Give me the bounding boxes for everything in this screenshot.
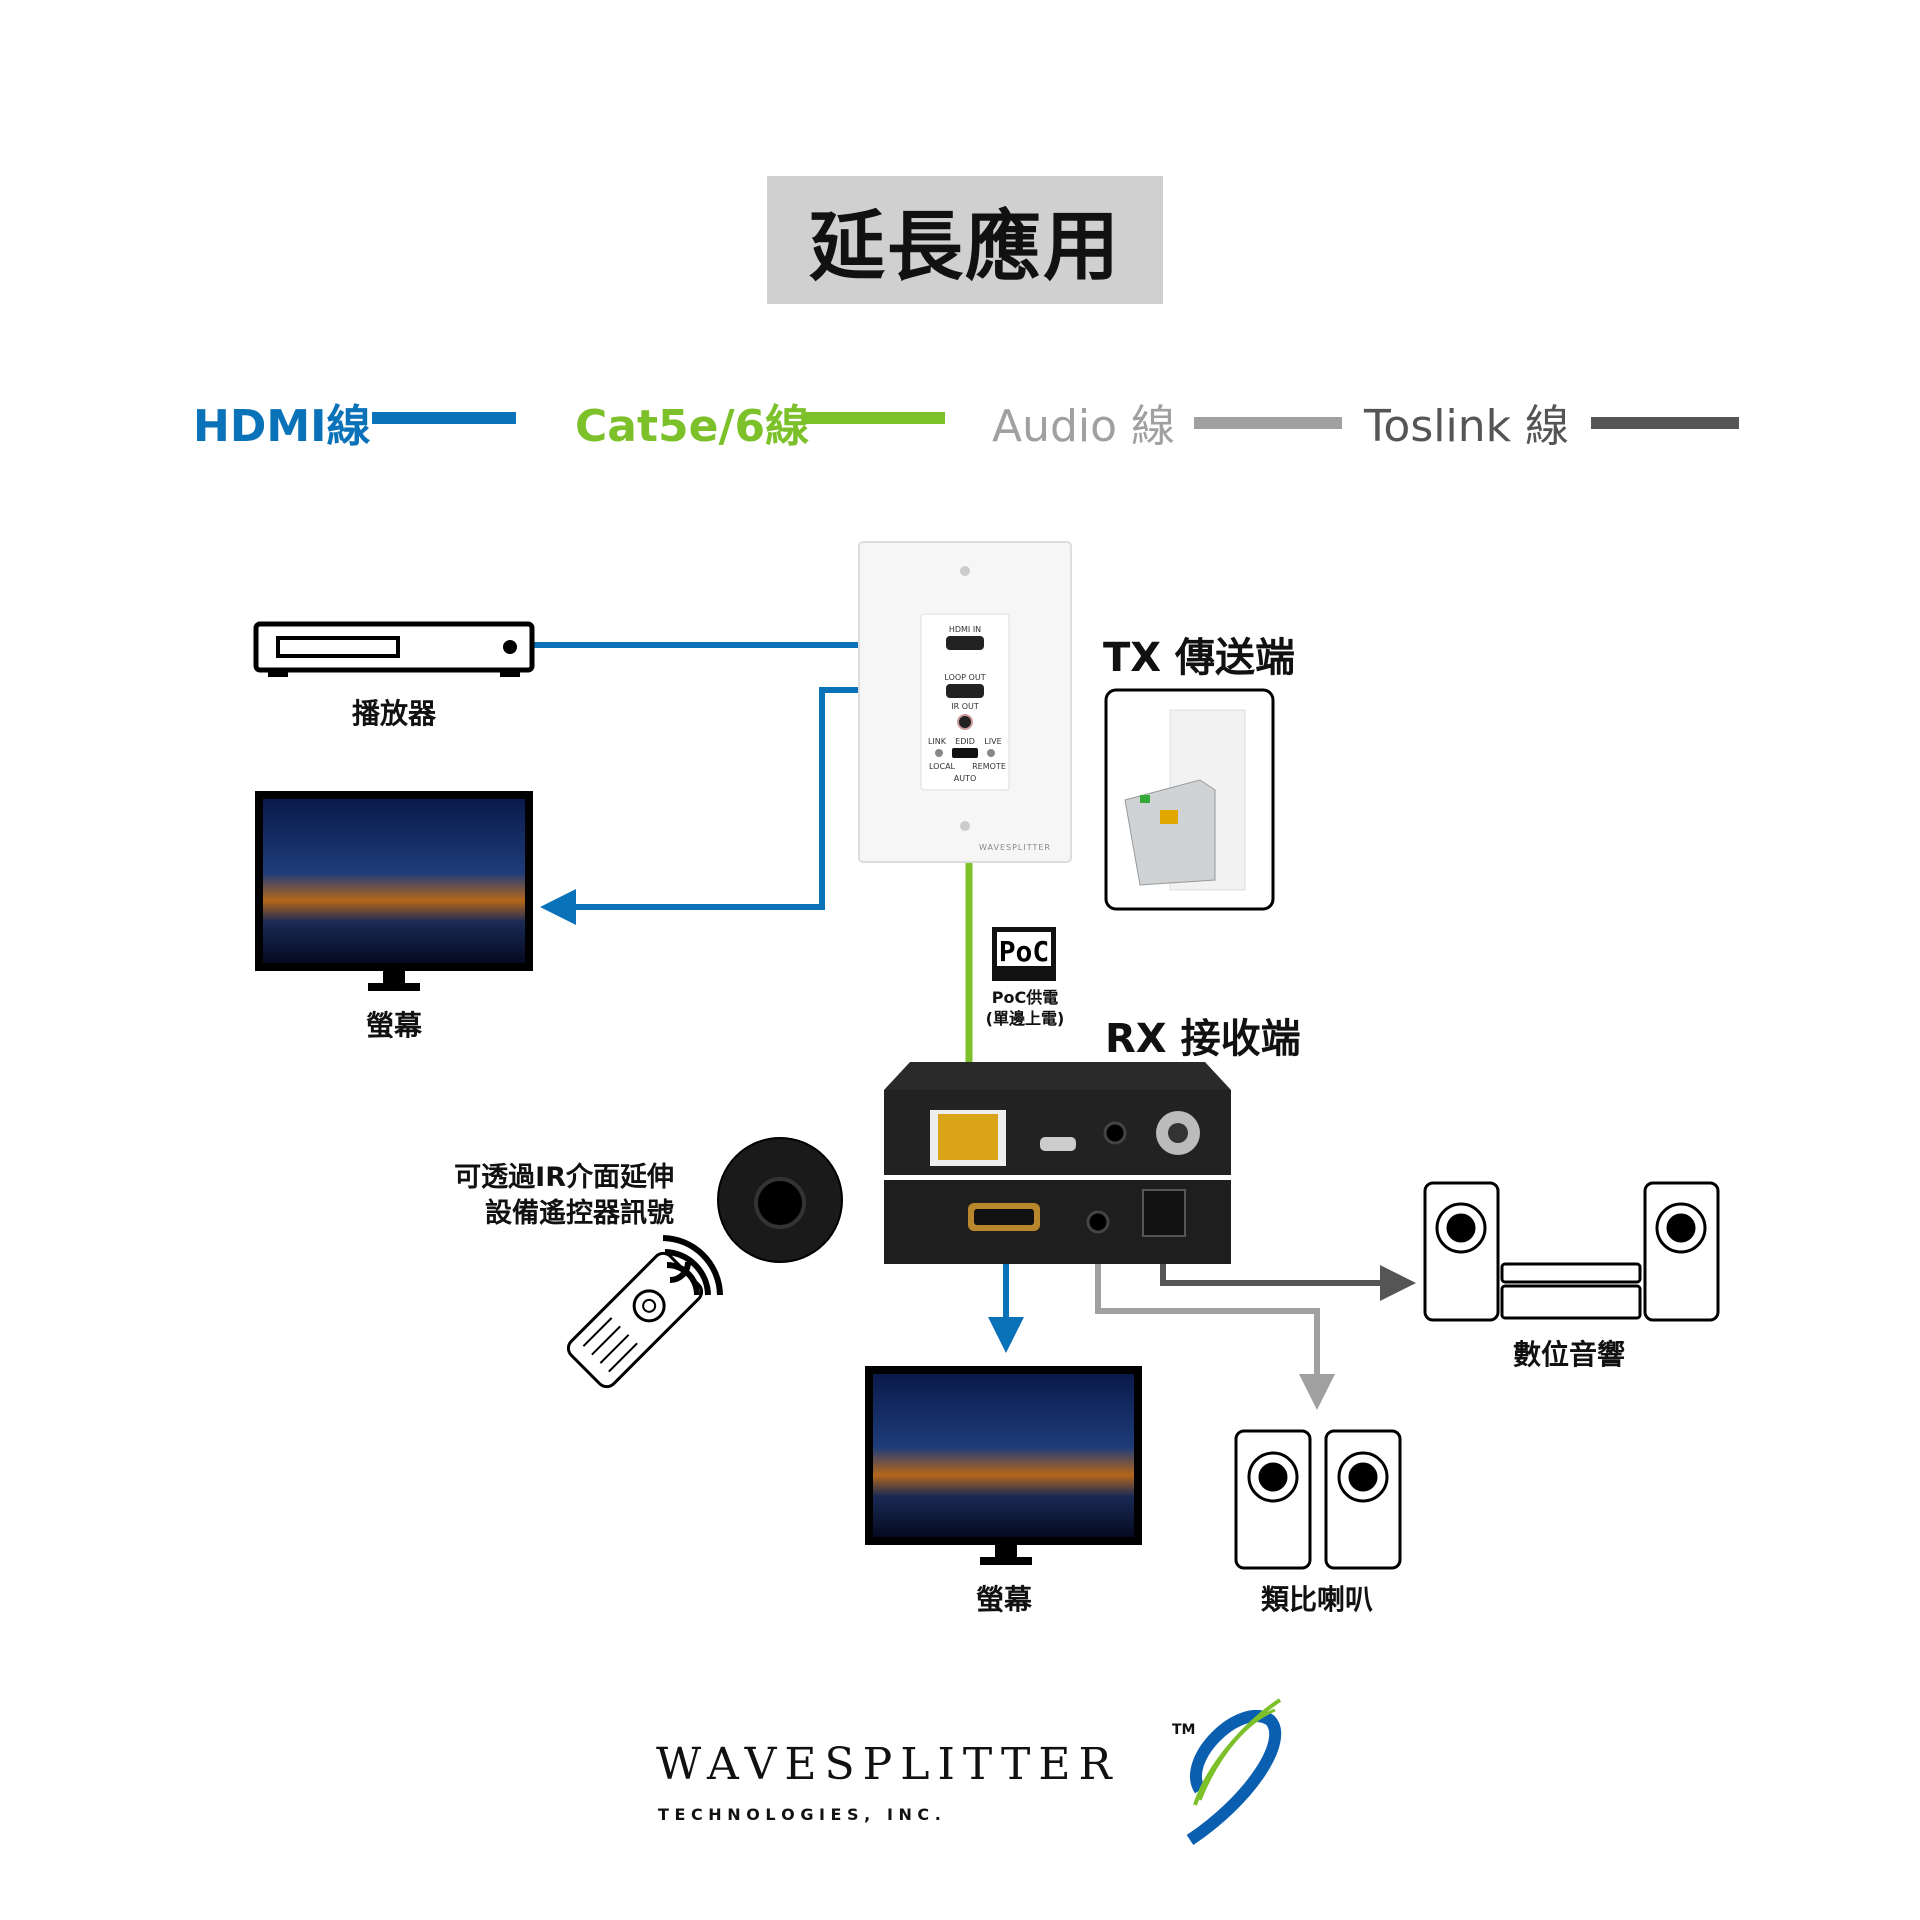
analog-speakers-icon xyxy=(1234,1429,1402,1570)
poc-icon: PoC xyxy=(992,927,1056,981)
wallplate-ir-out-label: IR OUT xyxy=(951,702,979,711)
logo-subtitle: T E C H N O L O G I E S , I N C . xyxy=(658,1805,941,1824)
player-icon xyxy=(253,621,535,677)
logo-tm: TM xyxy=(1172,1722,1196,1738)
wavesplitter-logo-swoosh xyxy=(1186,1698,1282,1845)
audio-line xyxy=(1095,1249,1335,1410)
digital-audio-icon xyxy=(1423,1181,1720,1322)
rx-label: RX 接收端 xyxy=(1105,1016,1301,1062)
tx-wallplate xyxy=(858,541,1072,863)
analog-speakers-label: 類比喇叭 xyxy=(1260,1583,1374,1616)
wallplate-link-label: LINK xyxy=(927,737,947,746)
monitor-rx-label: 螢幕 xyxy=(975,1583,1033,1616)
poc-sub-label: (單邊上電) xyxy=(985,1009,1065,1028)
monitor-stand xyxy=(383,971,405,983)
legend-line-toslink xyxy=(1591,417,1739,429)
wallplate-auto-label: AUTO xyxy=(953,774,977,783)
wallplate-edid-label: EDID xyxy=(955,737,975,746)
page-title: 延長應用 xyxy=(767,176,1163,304)
wallplate-loop-out-label: LOOP OUT xyxy=(944,673,986,682)
legend-line-cat xyxy=(802,412,945,424)
wallplate-live-label: LIVE xyxy=(984,737,1002,746)
monitor-rx-icon xyxy=(865,1366,1142,1545)
wallplate-hdmi-in-label: HDMI IN xyxy=(948,625,982,634)
monitor-tx-icon xyxy=(255,791,533,971)
svg-text:PoC: PoC xyxy=(999,935,1050,968)
ir-note-line2: 設備遙控器訊號 xyxy=(485,1198,674,1229)
tx-label: TX 傳送端 xyxy=(1103,635,1296,681)
logo-name: WAVESPLITTER xyxy=(656,1739,1120,1790)
legend-audio: Audio 線 xyxy=(992,401,1176,452)
tx-device-photo xyxy=(1124,709,1246,891)
ir-note: 可透過IR介面延伸 設備遙控器訊號 xyxy=(454,1160,674,1232)
monitor-tx-label: 螢幕 xyxy=(365,1009,423,1042)
legend-cat: Cat5e/6線 xyxy=(575,401,810,452)
legend-toslink: Toslink 線 xyxy=(1364,401,1570,452)
legend-line-hdmi xyxy=(372,412,516,424)
wallplate-brand: WAVESPLITTER xyxy=(979,843,1051,852)
ir-jack-icon xyxy=(717,1137,843,1263)
legend-line-audio xyxy=(1194,417,1342,429)
poc-label: PoC供電 xyxy=(991,988,1059,1007)
signal-waves-icon xyxy=(662,1235,723,1296)
ir-note-line1: 可透過IR介面延伸 xyxy=(454,1162,674,1193)
player-label: 播放器 xyxy=(351,697,437,730)
digital-audio-label: 數位音響 xyxy=(1512,1338,1626,1371)
wallplate-remote-label: REMOTE xyxy=(972,762,1006,771)
wallplate-local-label: LOCAL xyxy=(929,762,955,771)
legend-hdmi: HDMI線 xyxy=(193,401,371,452)
monitor-stand xyxy=(995,1545,1017,1557)
rx-device xyxy=(884,1062,1231,1264)
